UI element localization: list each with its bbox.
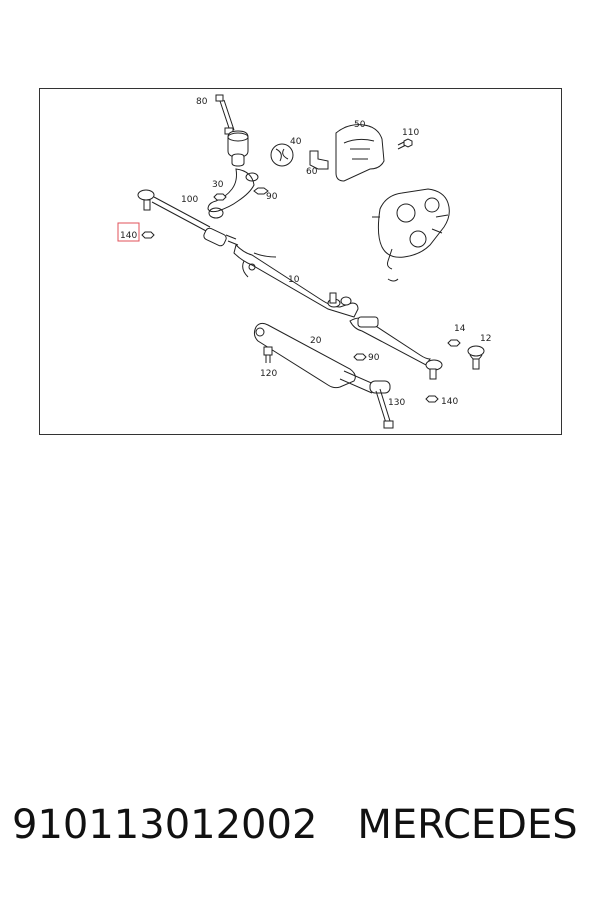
caption: 910113012002 MERCEDES bbox=[12, 802, 592, 862]
nut-140-right bbox=[425, 395, 439, 403]
callout-30: 30 bbox=[212, 180, 224, 190]
steering-linkage-diagram: 80 40 50 110 60 30 100 90 140 10 14 12 2… bbox=[117, 94, 491, 429]
callout-140-right: 140 bbox=[441, 397, 458, 407]
callout-12: 12 bbox=[480, 334, 491, 344]
brand-name: MERCEDES bbox=[357, 802, 578, 848]
callout-90-middle: 90 bbox=[368, 353, 380, 363]
ball-stud-12 bbox=[467, 345, 485, 370]
callout-80: 80 bbox=[196, 97, 208, 107]
bushing-block bbox=[227, 130, 249, 167]
bolt-130 bbox=[375, 388, 394, 429]
ball-joint-center bbox=[327, 292, 352, 308]
nut-90-middle bbox=[353, 353, 367, 361]
callout-100: 100 bbox=[181, 195, 198, 205]
tie-rod-end-left bbox=[137, 189, 211, 233]
idler-arm-30 bbox=[207, 168, 259, 219]
callout-40: 40 bbox=[290, 137, 302, 147]
parts-diagram-frame: 80 40 50 110 60 30 100 90 140 10 14 12 2… bbox=[39, 88, 562, 435]
callout-60: 60 bbox=[306, 167, 318, 177]
drag-link-10 bbox=[233, 244, 359, 318]
clip-40 bbox=[270, 143, 294, 167]
adjusting-sleeve-left bbox=[203, 227, 239, 247]
callout-50: 50 bbox=[354, 120, 366, 130]
bolt-80 bbox=[215, 94, 235, 135]
nut-90-top bbox=[253, 187, 269, 195]
nut-14 bbox=[447, 339, 461, 347]
callout-20: 20 bbox=[310, 336, 322, 346]
bolt-120 bbox=[263, 346, 273, 363]
callout-120: 120 bbox=[260, 369, 277, 379]
callout-140-left: 140 bbox=[120, 231, 137, 241]
screw-110 bbox=[397, 138, 413, 150]
callout-130: 130 bbox=[388, 398, 405, 408]
highlight-box-140 bbox=[117, 222, 140, 242]
nut-100 bbox=[213, 193, 227, 201]
callout-110: 110 bbox=[402, 128, 419, 138]
steering-gear bbox=[372, 188, 450, 282]
nut-140-left bbox=[141, 231, 155, 239]
callout-90-top: 90 bbox=[266, 192, 278, 202]
callout-10: 10 bbox=[288, 275, 300, 285]
cover-50 bbox=[335, 124, 385, 182]
steering-damper-20 bbox=[253, 322, 391, 394]
tie-rod-right bbox=[349, 316, 431, 366]
part-number: 910113012002 bbox=[12, 802, 318, 848]
bracket-60 bbox=[309, 150, 329, 170]
callout-14: 14 bbox=[454, 324, 466, 334]
tie-rod-end-right bbox=[425, 359, 443, 380]
